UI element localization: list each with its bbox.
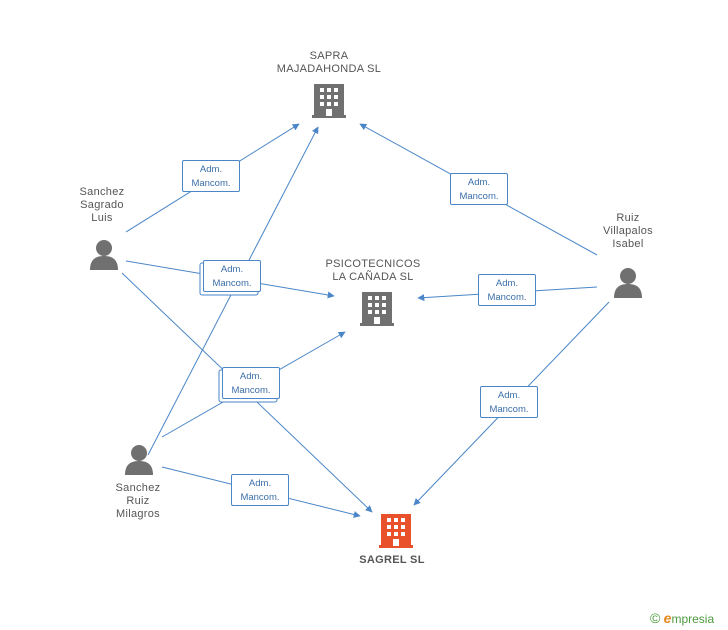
company-label-sapra[interactable]: SAPRA MAJADAHONDA SL <box>276 50 382 75</box>
person-label-sanchez-ruiz[interactable]: Sanchez Ruiz Milagros <box>115 482 161 520</box>
company-label-sagrel[interactable]: SAGREL SL <box>359 554 425 566</box>
building-icon[interactable] <box>360 292 394 326</box>
person-icon[interactable] <box>125 445 153 475</box>
edge-label[interactable]: Adm. Mancom. <box>478 274 536 306</box>
company-label-psicotecnicos[interactable]: PSICOTECNICOS LA CAÑADA SL <box>325 258 421 283</box>
brand-watermark: © empresia <box>650 610 714 626</box>
brand-logo-e: e <box>663 610 672 626</box>
brand-name: mpresia <box>671 612 715 626</box>
edge-label[interactable]: Adm. Mancom. <box>480 386 538 418</box>
person-icon[interactable] <box>614 268 642 298</box>
copyright-symbol: © <box>650 610 661 626</box>
building-icon-highlight[interactable] <box>379 514 413 548</box>
edge-label[interactable]: Adm. Mancom. <box>231 474 289 506</box>
edge-label-stacked[interactable]: Adm. Mancom. <box>203 260 261 292</box>
person-label-ruiz-villapalos[interactable]: Ruiz Villapalos Isabel <box>603 212 653 250</box>
person-label-sanchez-sagrado[interactable]: Sanchez Sagrado Luis <box>79 186 125 224</box>
edge-label[interactable]: Adm. Mancom. <box>182 160 240 192</box>
person-icon[interactable] <box>90 240 118 270</box>
building-icon[interactable] <box>312 84 346 118</box>
edge-label[interactable]: Adm. Mancom. <box>450 173 508 205</box>
edge-label-stacked[interactable]: Adm. Mancom. <box>222 367 280 399</box>
